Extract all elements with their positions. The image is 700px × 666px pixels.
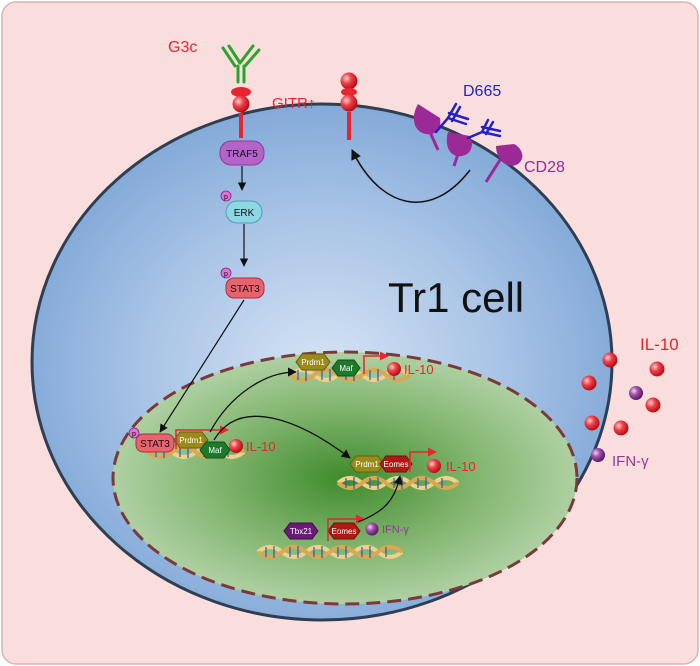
stat3-nuclear-label: STAT3: [140, 439, 170, 450]
tbx21-label: Tbx21: [290, 527, 313, 536]
erk-node: ERK p: [220, 190, 263, 224]
cd28-label: CD28: [524, 159, 565, 176]
promoter-arrow-4: [327, 514, 365, 541]
prdm1-node-2: Prdm1: [295, 353, 331, 371]
il10-label-nuc-1: IL-10: [246, 439, 276, 454]
secreted-il10-label: IL-10: [640, 335, 679, 354]
stat3-nuclear-node: STAT3 p: [128, 427, 175, 453]
d665-antibody-icon: [434, 102, 502, 140]
il10-molecule-nuc-2: [387, 362, 401, 376]
gitr-receptor-icon: [340, 72, 358, 140]
il10-label-nuc-2: IL-10: [404, 362, 434, 377]
secreted-cytokines: [581, 352, 665, 462]
traf5-node: TRAF5: [219, 140, 265, 166]
promoter-arrow-3: [409, 447, 437, 472]
dna-helix-4: [256, 545, 404, 559]
prdm1-label-2: Prdm1: [301, 358, 325, 367]
ifng-label-nuc: IFN-γ: [382, 524, 409, 536]
il10-molecule: [613, 420, 629, 436]
il10-molecule-nuc-1: [229, 439, 243, 453]
maf-node-2: Maf: [331, 359, 361, 377]
ifng-molecule: [629, 386, 643, 400]
eomes-label-4: Eomes: [332, 527, 357, 536]
prdm1-node-3: Prdm1: [349, 455, 385, 473]
stat3-cyto-node: STAT3 p: [220, 267, 265, 299]
maf-label-2: Maf: [339, 364, 353, 373]
il10-molecule: [581, 375, 597, 391]
il10-molecule: [584, 415, 600, 431]
cell-title: Tr1 cell: [388, 274, 524, 321]
tbx21-node: Tbx21: [283, 522, 319, 540]
erk-phospho-label: p: [224, 194, 228, 201]
il10-label-nuc-3: IL-10: [446, 459, 476, 474]
gitr-label: GITR↑: [272, 95, 315, 112]
eomes-node-3: Eomes: [379, 455, 413, 473]
prdm1-label-3: Prdm1: [355, 460, 379, 469]
il10-molecule: [602, 352, 618, 368]
g3c-label: G3c: [168, 39, 197, 56]
maf-to-eomes-arrow: [213, 415, 351, 459]
prdm1-label-1: Prdm1: [179, 436, 203, 445]
stat3-cyto-label: STAT3: [230, 284, 260, 295]
stat3-nuclear-phospho-label: p: [132, 431, 136, 438]
stat3-nuclear-arrow: [159, 299, 245, 433]
d665-label: D665: [463, 83, 501, 100]
il10-molecule-nuc-3: [427, 459, 441, 473]
traf5-label: TRAF5: [226, 149, 258, 160]
maf-node-1: Maf: [199, 441, 231, 459]
maf-label-1: Maf: [208, 446, 222, 455]
ifng-molecule-nuc: [365, 522, 379, 536]
ifng-molecule: [591, 448, 605, 462]
eomes-autoreg-arrow: [357, 475, 403, 523]
g3c-antibody-icon: [221, 44, 261, 84]
erk-label: ERK: [234, 208, 255, 219]
gitr-receptor-left-icon: [231, 87, 251, 138]
promoter-arrow-2: [363, 351, 389, 374]
il10-molecule: [649, 361, 665, 377]
cd28-to-gitr-arrow: [351, 149, 471, 203]
eomes-label-3: Eomes: [384, 460, 409, 469]
stat3-cyto-phospho-label: p: [224, 271, 228, 278]
eomes-node-4: Eomes: [327, 522, 361, 540]
cd28-receptor-icon: [413, 104, 523, 183]
il10-molecule: [645, 397, 661, 413]
maf-to-prdm1-arrow: [209, 367, 297, 433]
secreted-ifng-label: IFN-γ: [612, 453, 649, 470]
